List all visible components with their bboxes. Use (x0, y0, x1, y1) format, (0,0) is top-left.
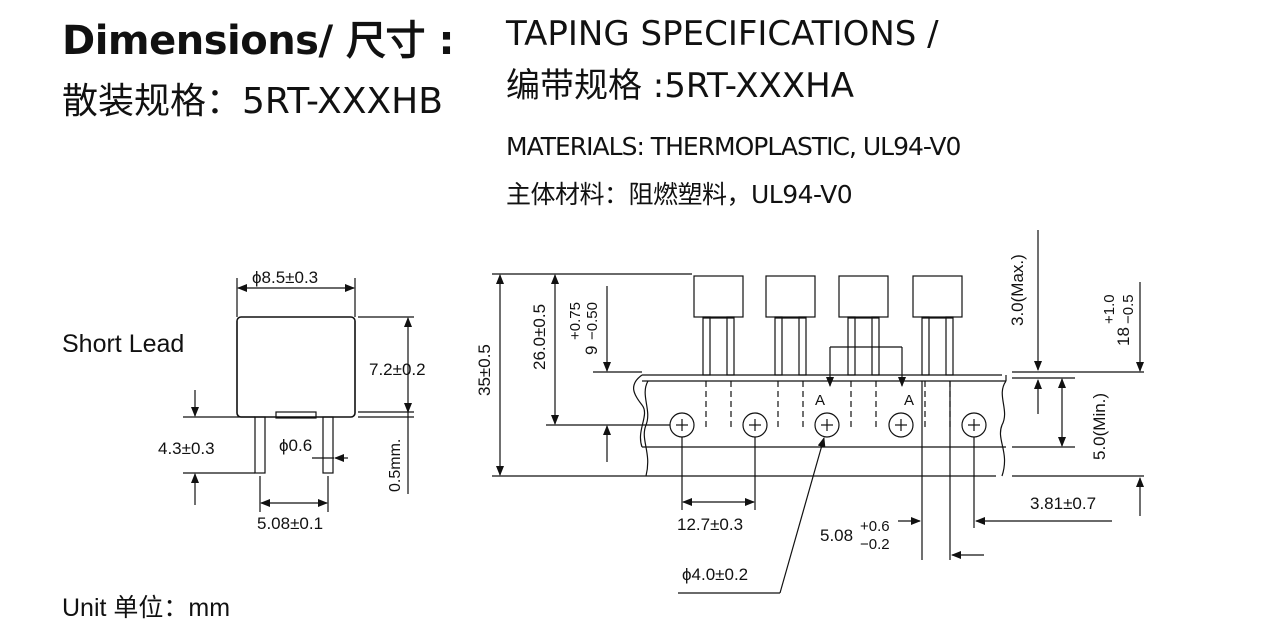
materials-en: MATERIALS: THERMOPLASTIC, UL94-V0 (506, 132, 961, 161)
taped-component-1 (693, 275, 744, 428)
dim-508-tol-plus: +0.6 (860, 518, 890, 535)
dim-height-label: 7.2±0.2 (369, 360, 426, 379)
dim-18: 18 (1114, 327, 1133, 346)
dim-9-tol-plus: +0.75 (567, 302, 584, 340)
dim-127: 12.7±0.3 (677, 515, 743, 534)
dim-381: 3.81±0.7 (1030, 494, 1096, 513)
dim-total-height: 35±0.5 (475, 344, 494, 396)
dim-9-tol-minus: −0.50 (584, 302, 601, 340)
dim-lead-length-label: 4.3±0.3 (158, 439, 215, 458)
taping-drawing (492, 230, 1144, 594)
taping-dimension-labels: 35±0.5 26.0±0.5 9 +0.75 −0.50 3.0(Max.) … (475, 254, 1137, 584)
dim-lead-dia-label: ϕ0.6 (279, 436, 312, 455)
dim-18-tol-minus: −0.5 (1120, 294, 1137, 324)
sprocket-holes (669, 412, 987, 438)
dim-18-tol-plus: +1.0 (1101, 294, 1118, 324)
dim-9: 9 (582, 346, 601, 355)
taped-component-2 (765, 275, 816, 428)
bulk-component-drawing (183, 278, 414, 512)
taped-component-3 (838, 275, 889, 428)
taping-title-en: TAPING SPECIFICATIONS / (506, 14, 939, 54)
dim-5min: 5.0(Min.) (1090, 393, 1109, 460)
bulk-model-title: 散装规格：5RT-XXXHB (62, 81, 443, 122)
section-a-right: A (904, 392, 914, 409)
bulk-dimension-labels: ϕ8.5±0.3 7.2±0.2 4.3±0.3 ϕ0.6 0.5mm. 5.0… (158, 268, 426, 533)
dim-26: 26.0±0.5 (530, 304, 549, 370)
lead-left (254, 416, 266, 474)
materials-cn: 主体材料：阻燃塑料，UL94-V0 (506, 180, 853, 209)
standoff-pad (275, 411, 317, 419)
unit-label: Unit 单位：mm (62, 594, 231, 622)
section-a-bracket (826, 346, 906, 387)
dim-gap-label: 0.5mm. (387, 439, 404, 492)
dim-width-label: ϕ8.5±0.3 (252, 268, 318, 287)
taped-component-4 (912, 275, 963, 428)
section-a-left: A (815, 392, 825, 409)
taping-title-cn: 编带规格 :5RT-XXXHA (506, 66, 854, 106)
component-body (236, 316, 356, 418)
lead-right (322, 416, 334, 474)
dim-508-tol-minus: −0.2 (860, 536, 890, 553)
page-title: Dimensions/ 尺寸 : (62, 18, 454, 64)
dim-3max: 3.0(Max.) (1008, 254, 1027, 326)
dim-pitch-label: 5.08±0.1 (257, 514, 323, 533)
dim-hole: ϕ4.0±0.2 (682, 565, 748, 584)
short-lead-label: Short Lead (62, 330, 185, 358)
dim-508: 5.08 (820, 526, 853, 545)
